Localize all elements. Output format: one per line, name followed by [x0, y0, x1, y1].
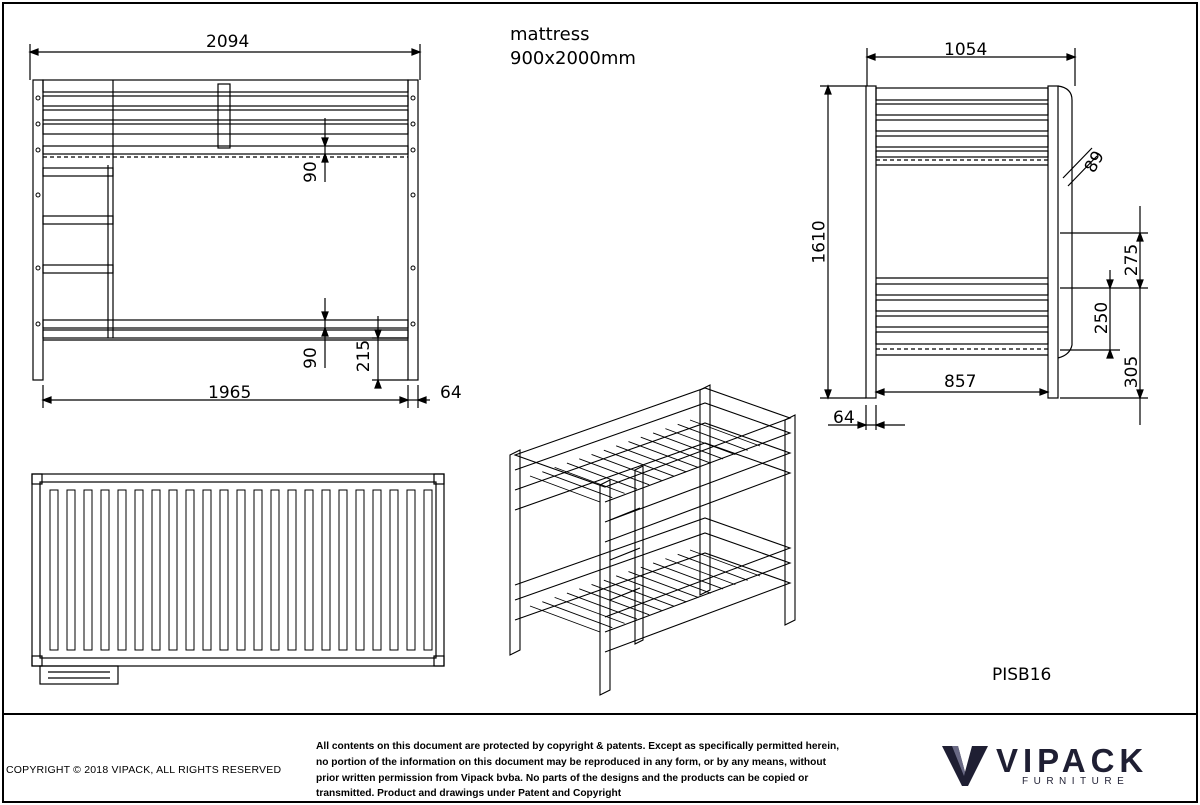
iso-slat — [677, 553, 748, 581]
legal-notice: All contents on this document are protec… — [316, 739, 876, 802]
legal-line: transmitted. Product and drawings under … — [316, 788, 622, 800]
dim-inner-width: 857 — [944, 372, 977, 392]
front-view — [28, 44, 430, 408]
iso-slat — [579, 458, 650, 486]
vipack-logo-icon — [942, 746, 988, 786]
slat — [219, 489, 229, 651]
iso-slat — [579, 588, 650, 616]
iso-slat — [566, 592, 638, 620]
slat — [287, 489, 297, 651]
iso-slat — [652, 432, 724, 460]
brand-logo: VIPACK FURNITURE — [940, 742, 1165, 792]
iso-slat — [554, 596, 625, 624]
dim-overall-width: 1054 — [944, 40, 988, 60]
iso-slat — [529, 475, 601, 503]
side-view — [820, 48, 1148, 430]
slat — [49, 489, 59, 651]
iso-slat — [640, 566, 711, 594]
dim-post-width-side: 64 — [833, 408, 855, 428]
iso-slat — [628, 441, 699, 468]
iso-slat — [566, 462, 638, 490]
iso-slat — [615, 445, 687, 473]
dim-lower-height: 305 — [1122, 355, 1143, 389]
mattress-size: 900x2000mm — [510, 48, 636, 69]
iso-slat — [640, 436, 711, 464]
dim-rail-front-lower: 90 — [300, 347, 321, 369]
iso-slat — [603, 449, 675, 477]
slat — [389, 489, 399, 651]
dim-lower-deck-height: 215 — [354, 339, 375, 373]
dim-lower-gap: 250 — [1092, 301, 1113, 335]
iso-slat — [665, 428, 736, 456]
iso-slat — [591, 454, 662, 481]
iso-slat — [529, 605, 601, 633]
slat — [406, 489, 416, 651]
legal-line: prior written permission from Vipack bvb… — [316, 772, 809, 784]
iso-slat — [603, 579, 675, 607]
slat — [134, 489, 144, 651]
iso-slat — [542, 601, 613, 629]
dim-overall-length: 2094 — [206, 32, 250, 52]
product-code: PISB16 — [992, 665, 1052, 685]
top-view — [31, 473, 445, 685]
dim-overall-height: 1610 — [809, 220, 830, 264]
iso-slat — [677, 423, 748, 451]
legal-line: no portion of the information on this do… — [316, 756, 826, 768]
iso-slat — [689, 549, 761, 577]
slat — [185, 489, 195, 651]
iso-slat — [665, 558, 736, 586]
slat — [253, 489, 263, 651]
iso-slat — [628, 571, 699, 598]
iso-slat — [652, 562, 724, 590]
slat — [151, 489, 161, 651]
iso-slat — [554, 466, 625, 494]
slat — [83, 489, 93, 651]
dim-post-width-front: 64 — [440, 383, 462, 403]
dim-rail-front-upper: 90 — [300, 161, 321, 183]
slat — [355, 489, 365, 651]
iso-slat — [542, 471, 613, 499]
slat — [338, 489, 348, 651]
slat — [270, 489, 280, 651]
slat — [236, 489, 246, 651]
slat — [66, 489, 76, 651]
legal-line: All contents on this document are protec… — [316, 741, 840, 752]
isometric-view — [509, 384, 796, 696]
dim-upper-gap: 275 — [1122, 243, 1143, 277]
mattress-title: mattress — [510, 24, 590, 45]
iso-slat — [615, 575, 687, 603]
slat — [117, 489, 127, 651]
slat — [202, 489, 212, 651]
iso-slat — [591, 584, 662, 611]
slat — [321, 489, 331, 651]
slat — [423, 489, 433, 651]
slat — [304, 489, 314, 651]
copyright-text: COPYRIGHT © 2018 VIPACK, ALL RIGHTS RESE… — [6, 764, 282, 776]
slat — [168, 489, 178, 651]
dim-inner-length: 1965 — [208, 383, 252, 403]
brand-name: VIPACK — [996, 742, 1149, 779]
slat — [372, 489, 382, 651]
iso-slat — [689, 419, 761, 447]
slat — [100, 489, 110, 651]
brand-subtitle: FURNITURE — [1022, 776, 1130, 787]
